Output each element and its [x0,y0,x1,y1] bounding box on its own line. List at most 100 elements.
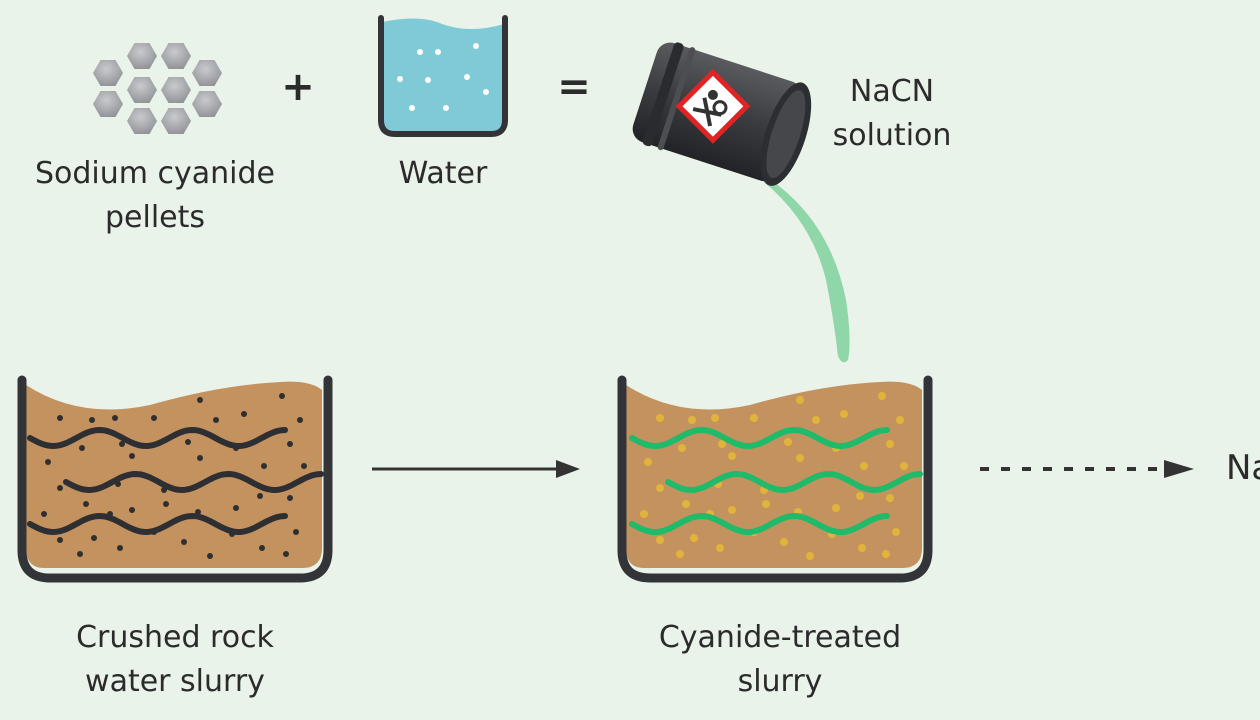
particle [91,535,97,541]
nacn-label-line2: solution [832,118,952,153]
particle [259,545,265,551]
particle [856,492,864,500]
particle [780,538,788,546]
particle [117,545,123,551]
treated-waves [629,426,923,536]
wave-line [629,426,890,450]
gold-particles [640,392,908,560]
particle [656,484,664,492]
particle [882,550,890,558]
particle [656,536,664,544]
particle [860,462,868,470]
particle [728,452,736,460]
particle [678,444,686,452]
particle [297,417,303,423]
particle [112,415,118,421]
pellet [161,43,191,69]
particle [784,438,792,446]
particle [79,445,85,451]
particle [796,454,804,462]
particle [207,553,213,559]
dashed-arrow-right-icon [980,460,1194,478]
pellet [161,108,191,134]
particle [241,411,247,417]
rock-particles [41,393,307,559]
bubble [417,49,423,55]
bubble [464,74,470,80]
particle [682,500,690,508]
pellet [192,91,222,117]
particle [750,414,758,422]
bubble [435,49,441,55]
particle [716,544,724,552]
particle [57,537,63,543]
bubble [443,105,449,111]
treated-slurry-label-line1: Cyanide-treated [658,620,902,655]
particle [840,410,848,418]
particle [900,462,908,470]
particle [197,455,203,461]
particle [89,417,95,423]
particle [878,392,886,400]
crushed-rock-label: Crushed rock water slurry [55,616,295,704]
particle [41,511,47,517]
particle [77,551,83,557]
water-label: Water [398,156,488,191]
pellets-label-line2: pellets [104,200,206,235]
bubble [483,89,489,95]
particle [129,507,135,513]
pellet [192,60,222,86]
particle [728,506,736,514]
particle [279,393,285,399]
untreated-waves [27,426,324,536]
particle [83,501,89,507]
wave-line [629,512,890,536]
arrow-right-icon [372,460,580,478]
water-bubbles [397,43,489,111]
equals-symbol: = [557,64,591,110]
particle [796,396,804,404]
hexagon-pellets-icon [93,43,222,134]
particle [806,552,814,560]
plus-symbol: + [281,64,315,110]
wave-line [27,426,288,450]
particle [233,505,239,511]
pellet [127,43,157,69]
pellet [127,108,157,134]
particle [287,495,293,501]
toxic-hazard-icon [675,68,751,144]
particle [185,439,191,445]
nacn-stream [764,178,850,363]
cyanide-treated-vessel [617,375,933,583]
particle [676,550,684,558]
particle [151,415,157,421]
pellet [93,60,123,86]
treated-slurry-label-line2: slurry [737,664,823,699]
pellets-label: Sodium cyanide pellets [30,152,280,240]
particle [213,417,219,423]
particle [858,544,866,552]
particle [129,453,135,459]
particle [57,415,63,421]
beaker-icon [378,15,508,137]
wave-line [63,470,324,494]
pellet [161,77,191,103]
particle [119,441,125,447]
particle [301,463,307,469]
pellets-label-line1: Sodium cyanide [34,156,276,191]
pellet [127,77,157,103]
particle [688,416,696,424]
particle [287,441,293,447]
particle [293,529,299,535]
next-step-label: Na [1226,448,1260,488]
bubble [425,77,431,83]
bubble [397,76,403,82]
particle [57,485,63,491]
particle [762,500,770,508]
treated-slurry-label: Cyanide-treated slurry [640,616,920,704]
bubble [409,105,415,111]
pellet [93,91,123,117]
nacn-label-line1: NaCN [849,74,935,109]
particle [812,416,820,424]
particle [656,414,664,422]
